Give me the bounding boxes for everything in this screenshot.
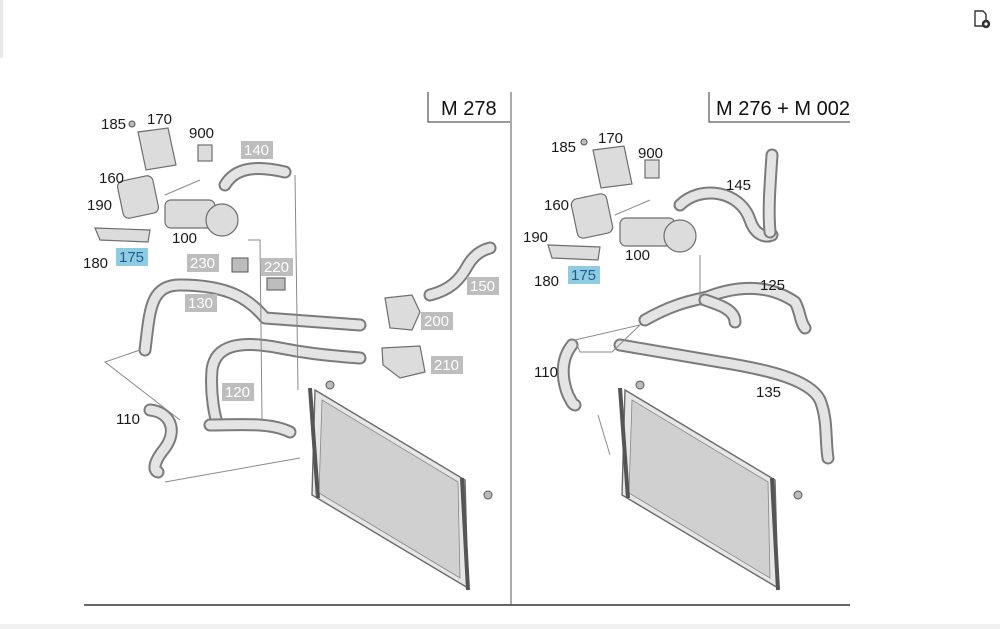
leader-lines-right — [574, 199, 701, 456]
callout-number: 150 — [470, 278, 495, 295]
leader-lines-left — [103, 174, 301, 483]
callout-200-panel-1: 200 — [421, 312, 453, 330]
callout-labels: 185 170 900 140 160 190 100 180 175 230 220 130 150 2… — [83, 111, 785, 428]
callout-185-panel-2: 185 — [551, 139, 576, 156]
callout-185-panel-1: 185 — [101, 116, 126, 133]
callout-number: 170 — [147, 111, 172, 128]
callout-background — [187, 254, 219, 272]
pump-right — [547, 138, 697, 261]
panel-2-header: M 276 + M 002 — [708, 92, 850, 123]
callout-background — [431, 356, 463, 374]
callout-number: 210 — [434, 357, 459, 374]
callout-number: 190 — [87, 197, 112, 214]
callout-number: 220 — [264, 259, 289, 276]
callout-number: 175 — [571, 267, 596, 284]
callout-number: 160 — [544, 197, 569, 214]
document-settings-button[interactable] — [970, 8, 994, 30]
callout-number: 120 — [225, 384, 250, 401]
callout-number: 900 — [638, 145, 663, 162]
callout-100-panel-2: 100 — [625, 247, 650, 264]
callout-number: 175 — [119, 249, 144, 266]
callout-125-panel-2: 125 — [760, 277, 785, 294]
callout-number: 145 — [726, 177, 751, 194]
callout-number: 180 — [534, 273, 559, 290]
pump-left — [94, 120, 239, 243]
callout-number: 180 — [83, 255, 108, 272]
side-panel-edge — [0, 0, 3, 58]
panel-1-header: M 278 — [427, 92, 510, 123]
callout-background — [185, 294, 217, 312]
callout-number: 185 — [101, 116, 126, 133]
bottom-scroll-strip — [0, 624, 1000, 629]
callout-180-panel-2: 180 — [534, 273, 559, 290]
valves-left — [231, 257, 426, 379]
callout-160-panel-1: 160 — [99, 170, 124, 187]
callout-220-panel-1: 220 — [261, 258, 293, 276]
callout-number: 160 — [99, 170, 124, 187]
panel-2-title: M 276 + M 002 — [716, 98, 850, 120]
radiator-right — [618, 380, 803, 591]
callout-number: 230 — [190, 255, 215, 272]
callout-background — [222, 383, 254, 401]
callout-175-panel-1: 175 — [116, 248, 148, 266]
callout-150-panel-1: 150 — [467, 277, 499, 295]
callout-number: 100 — [625, 247, 650, 264]
callout-190-panel-2: 190 — [523, 229, 548, 246]
callout-background — [568, 266, 600, 284]
callout-number: 125 — [760, 277, 785, 294]
callout-background — [261, 258, 293, 276]
callout-160-panel-2: 160 — [544, 197, 569, 214]
callout-background — [467, 277, 499, 295]
callout-110-panel-2: 110 — [534, 364, 558, 381]
callout-background — [421, 312, 453, 330]
callout-number: 130 — [188, 295, 213, 312]
callout-number: 100 — [172, 230, 197, 247]
callout-background — [241, 141, 273, 159]
callout-135-panel-2: 135 — [756, 384, 781, 401]
callout-number: 200 — [424, 313, 449, 330]
callout-number: 185 — [551, 139, 576, 156]
callout-background — [116, 248, 148, 266]
callout-number: 900 — [189, 125, 214, 142]
callout-number: 140 — [244, 142, 269, 159]
callout-900-panel-2: 900 — [638, 145, 663, 162]
callout-210-panel-1: 210 — [431, 356, 463, 374]
callout-230-panel-1: 230 — [187, 254, 219, 272]
callout-number: 135 — [756, 384, 781, 401]
callout-170-panel-2: 170 — [598, 130, 623, 147]
callout-180-panel-1: 180 — [83, 255, 108, 272]
callout-190-panel-1: 190 — [87, 197, 112, 214]
radiator-left — [308, 380, 493, 591]
callout-100-panel-1: 100 — [172, 230, 197, 247]
callout-900-panel-1: 900 — [189, 125, 214, 142]
callout-130-panel-1: 130 — [185, 294, 217, 312]
callout-110-panel-1: 110 — [116, 411, 140, 428]
document-settings-icon — [974, 10, 991, 29]
callout-170-panel-1: 170 — [147, 111, 172, 128]
hoses-left — [138, 161, 497, 479]
callout-number: 110 — [116, 411, 140, 428]
callout-number: 170 — [598, 130, 623, 147]
panel-1-title: M 278 — [441, 98, 497, 120]
callout-140-panel-1: 140 — [241, 141, 273, 159]
callout-145-panel-2: 145 — [726, 177, 751, 194]
callout-175-panel-2: 175 — [568, 266, 600, 284]
hoses-right — [556, 148, 835, 465]
callout-number: 190 — [523, 229, 548, 246]
callout-number: 110 — [534, 364, 558, 381]
callout-120-panel-1: 120 — [222, 383, 254, 401]
